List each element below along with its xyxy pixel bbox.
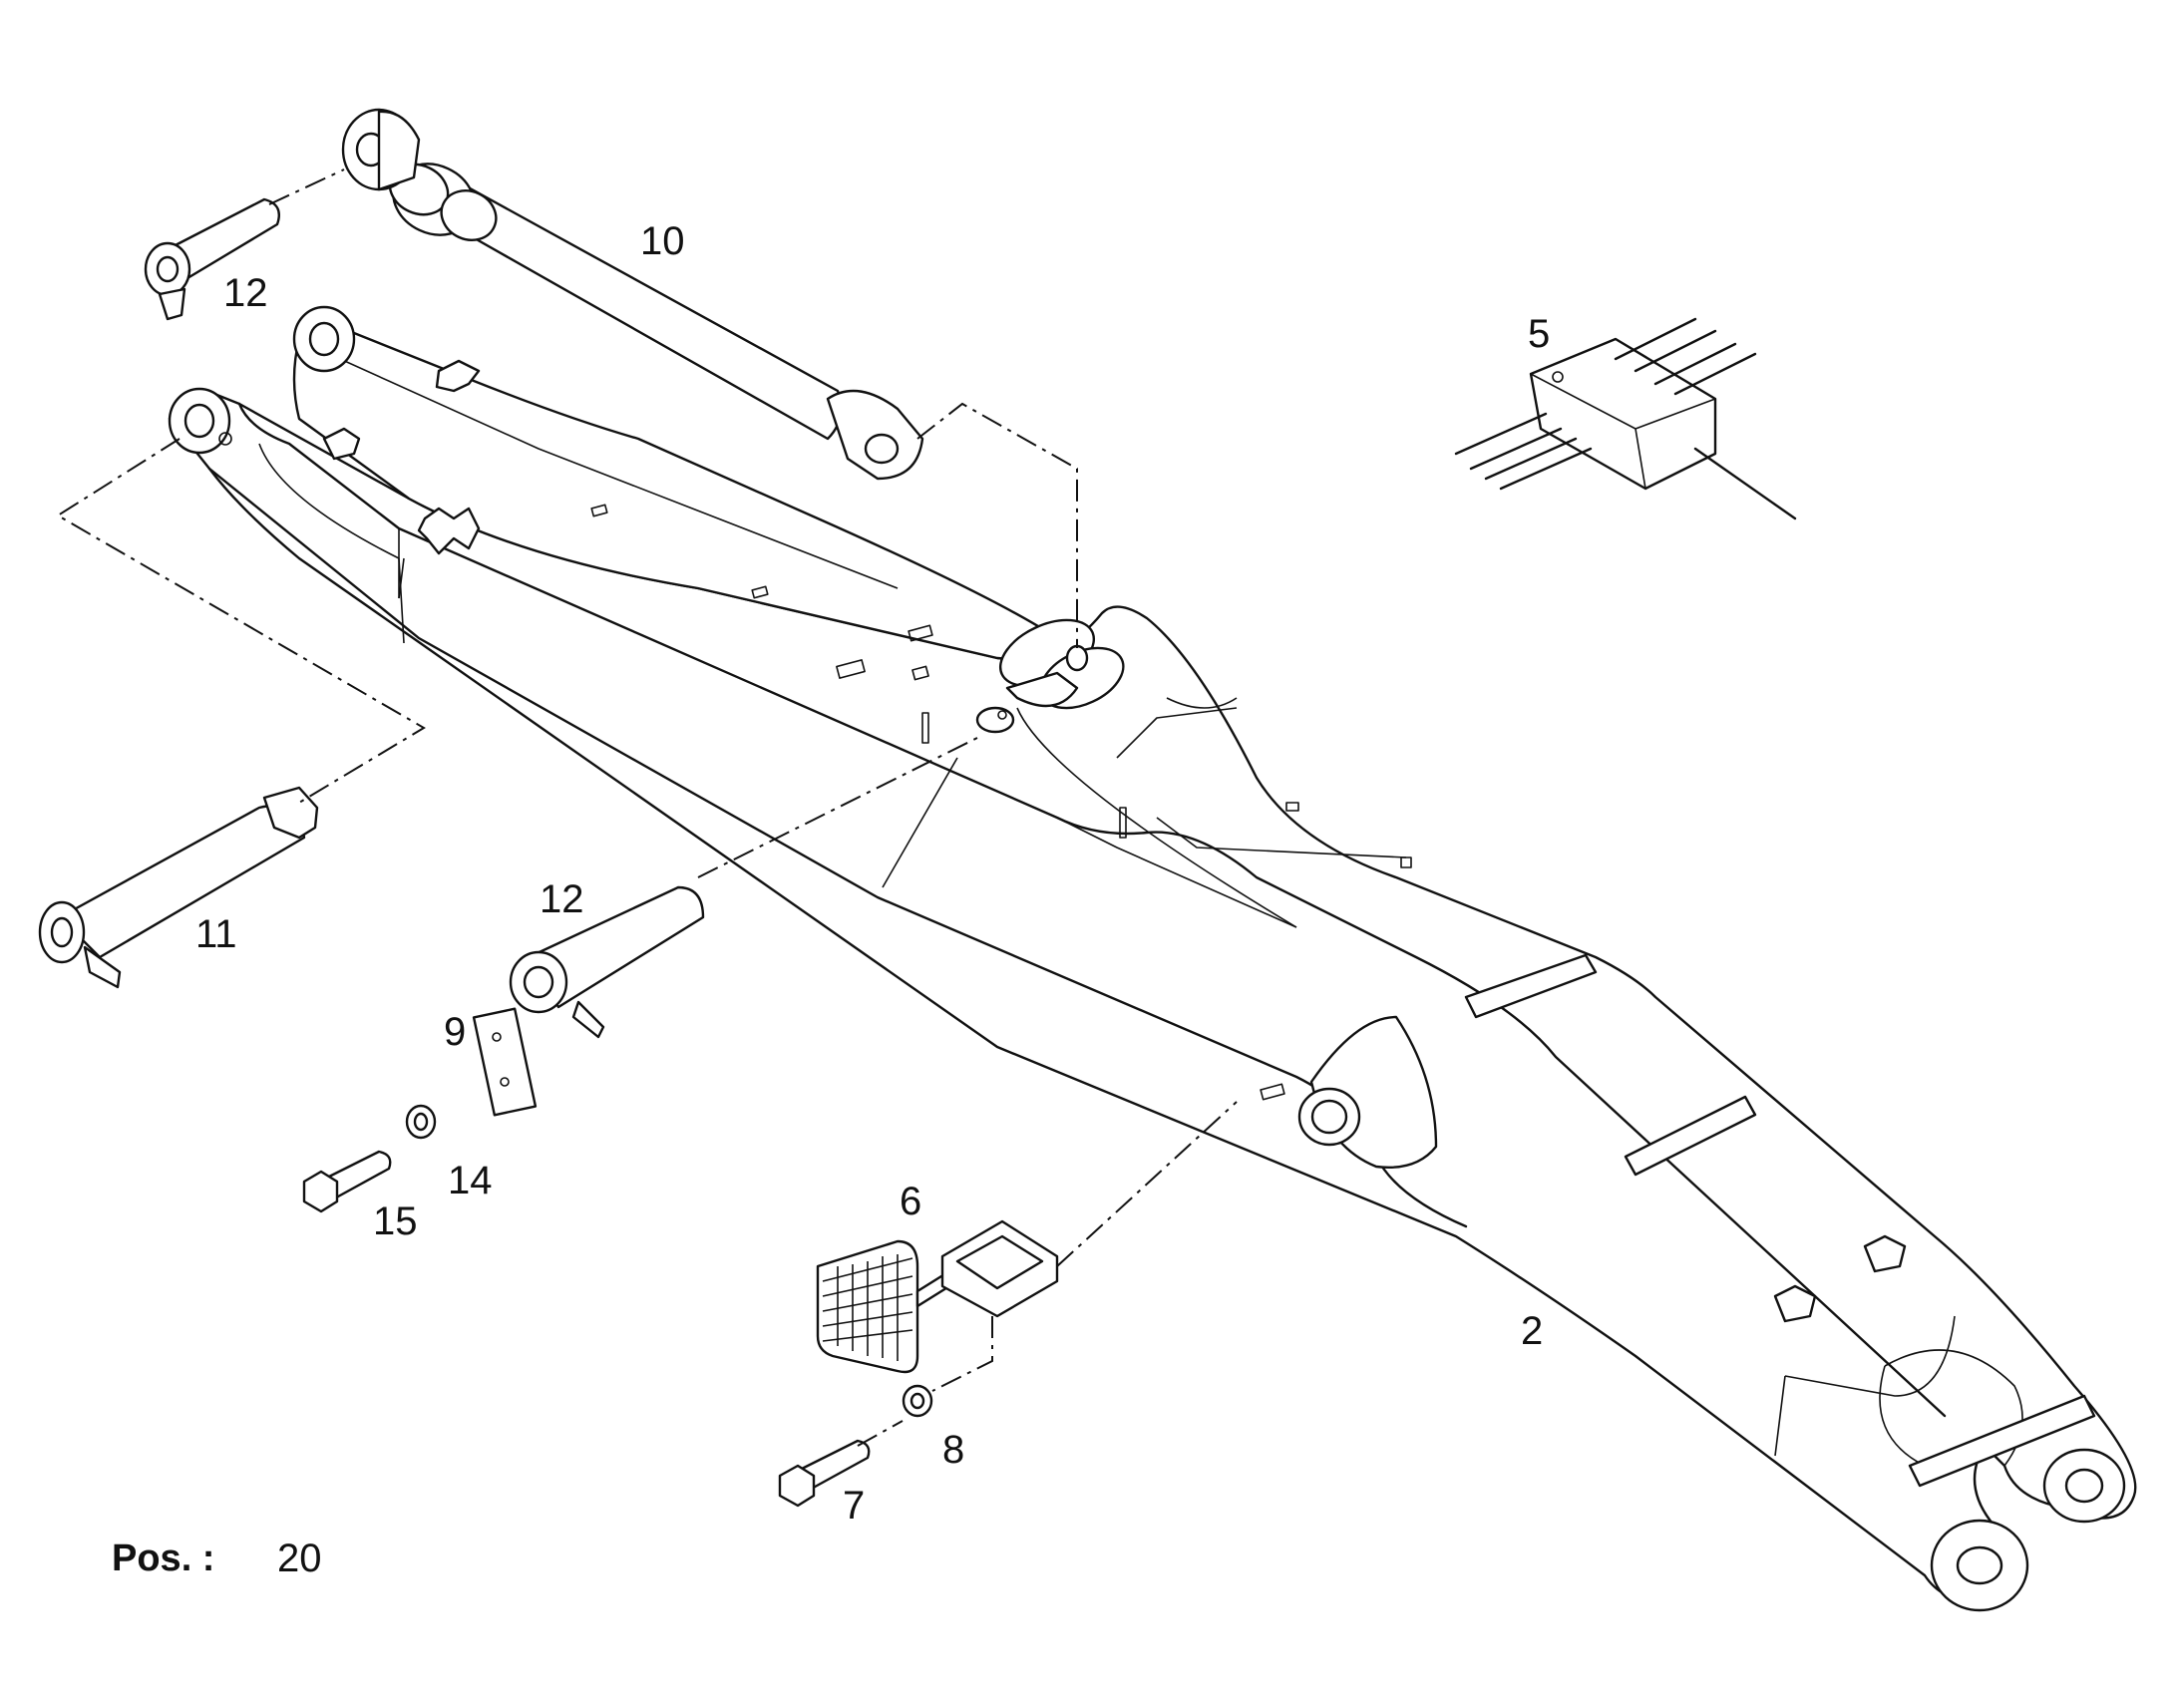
washer-8: [902, 1384, 933, 1418]
callout-9: 9: [444, 1010, 466, 1054]
washer-14: [405, 1104, 437, 1140]
bolt-15: [302, 1150, 392, 1213]
pin-lower: [509, 885, 705, 1039]
callout-11: 11: [195, 912, 237, 956]
boom-arm: [168, 305, 2137, 1612]
callout-14: 14: [448, 1159, 493, 1202]
bolt-7: [778, 1439, 871, 1508]
assembly-lines: [56, 169, 1238, 1447]
callout-8: 8: [942, 1428, 964, 1472]
callout-5: 5: [1528, 312, 1550, 356]
pin-upper: [144, 197, 281, 321]
position-label: Pos. :: [112, 1537, 214, 1579]
valve-block-5: [1454, 317, 1797, 520]
callout-12-lower: 12: [540, 877, 584, 921]
callout-10: 10: [640, 219, 685, 263]
foot-pin: [38, 786, 319, 989]
callout-12-upper: 12: [223, 271, 268, 315]
callouts: 2 5 6 7 8 9 10 11 12 12 14 15: [195, 219, 1550, 1528]
step-6: [816, 1219, 1059, 1374]
callout-15: 15: [373, 1199, 418, 1243]
position-value: 20: [277, 1537, 322, 1580]
plate-9: [472, 1007, 538, 1117]
callout-7: 7: [843, 1484, 865, 1528]
callout-6: 6: [900, 1180, 921, 1223]
boom-cylinder: [341, 108, 924, 481]
callout-2: 2: [1521, 1309, 1543, 1353]
